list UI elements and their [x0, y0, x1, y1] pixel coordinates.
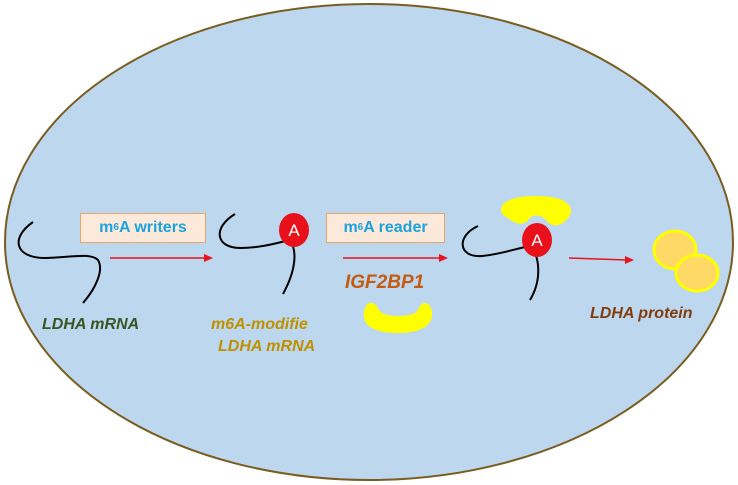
- m6a-modified-label-line2: LDHA mRNA: [218, 338, 316, 355]
- writers-prefix: m: [99, 219, 114, 236]
- m6a-mrna-strand: [218, 213, 296, 295]
- igf2bp1-protein-icon: [363, 302, 433, 333]
- arrow-reader: [343, 254, 448, 262]
- m6a-badge-bound-text: A: [531, 231, 543, 250]
- m6a-badge-text: A: [288, 221, 300, 240]
- m6a-badge: A: [279, 213, 309, 247]
- ldha-protein-icon: [652, 229, 720, 293]
- reader-superscript: 6: [357, 221, 364, 233]
- arrow-translation: [568, 256, 634, 264]
- arrow-writers: [110, 254, 213, 262]
- m6a-badge-bound: A: [522, 223, 552, 257]
- ldha-mrna-strand: [17, 221, 102, 304]
- ldha-mrna-label: LDHA mRNA: [42, 316, 140, 333]
- igf2bp1-label: IGF2BP1: [345, 272, 425, 293]
- writers-suffix: A writers: [118, 219, 187, 236]
- igf2bp1-bound-icon: [501, 196, 571, 226]
- ldha-protein-label: LDHA protein: [590, 305, 693, 322]
- reader-suffix: A reader: [363, 219, 428, 236]
- writers-superscript: 6: [113, 221, 119, 233]
- reader-prefix: m: [343, 219, 358, 236]
- m6a-modified-label-line1: m6A-modifie: [211, 316, 308, 333]
- bound-mrna-strand: [461, 225, 540, 301]
